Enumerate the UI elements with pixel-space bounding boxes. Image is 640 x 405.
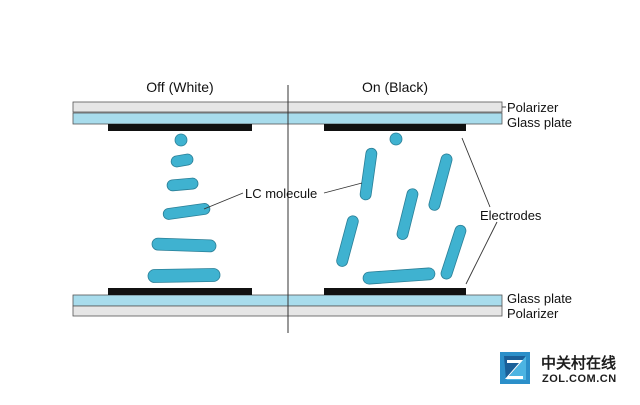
lc-molecule bbox=[362, 267, 436, 285]
lc-molecule bbox=[174, 133, 188, 147]
lc-molecule bbox=[147, 268, 221, 283]
label-electrodes: Electrodes bbox=[480, 208, 542, 223]
lc-molecule bbox=[440, 224, 467, 280]
watermark-name: 中关村在线 bbox=[541, 354, 616, 372]
electrode-bottom-left bbox=[108, 288, 252, 295]
lc-molecule bbox=[166, 177, 199, 192]
lc-molecule bbox=[336, 215, 359, 267]
lc-molecules-on bbox=[336, 132, 467, 285]
electrode-top-right bbox=[324, 124, 466, 131]
label-glass-top: Glass plate bbox=[507, 115, 572, 130]
label-polarizer-bottom: Polarizer bbox=[507, 306, 559, 321]
lc-molecule bbox=[359, 147, 378, 201]
electrode-top-left bbox=[108, 124, 252, 131]
leader-lc-left bbox=[203, 192, 244, 210]
leader-electrode-bottom bbox=[465, 221, 498, 285]
lc-molecule bbox=[151, 237, 217, 253]
leader-lc-right bbox=[323, 182, 363, 194]
zol-logo-icon bbox=[500, 352, 530, 384]
leader-electrode-top bbox=[461, 137, 491, 208]
lc-molecule bbox=[389, 132, 403, 146]
label-lc-molecule: LC molecule bbox=[245, 186, 317, 201]
label-polarizer-top: Polarizer bbox=[507, 100, 559, 115]
title-off: Off (White) bbox=[146, 79, 213, 95]
lc-molecule bbox=[396, 188, 419, 240]
electrode-bottom-right bbox=[324, 288, 466, 295]
lc-molecules-off bbox=[147, 133, 221, 283]
zol-watermark: 中关村在线 ZOL.COM.CN bbox=[500, 352, 617, 385]
lc-molecule bbox=[162, 203, 211, 220]
lc-molecule bbox=[170, 153, 194, 168]
label-glass-bottom: Glass plate bbox=[507, 291, 572, 306]
title-on: On (Black) bbox=[362, 79, 428, 95]
watermark-url: ZOL.COM.CN bbox=[542, 373, 617, 385]
lc-molecule bbox=[428, 153, 453, 211]
